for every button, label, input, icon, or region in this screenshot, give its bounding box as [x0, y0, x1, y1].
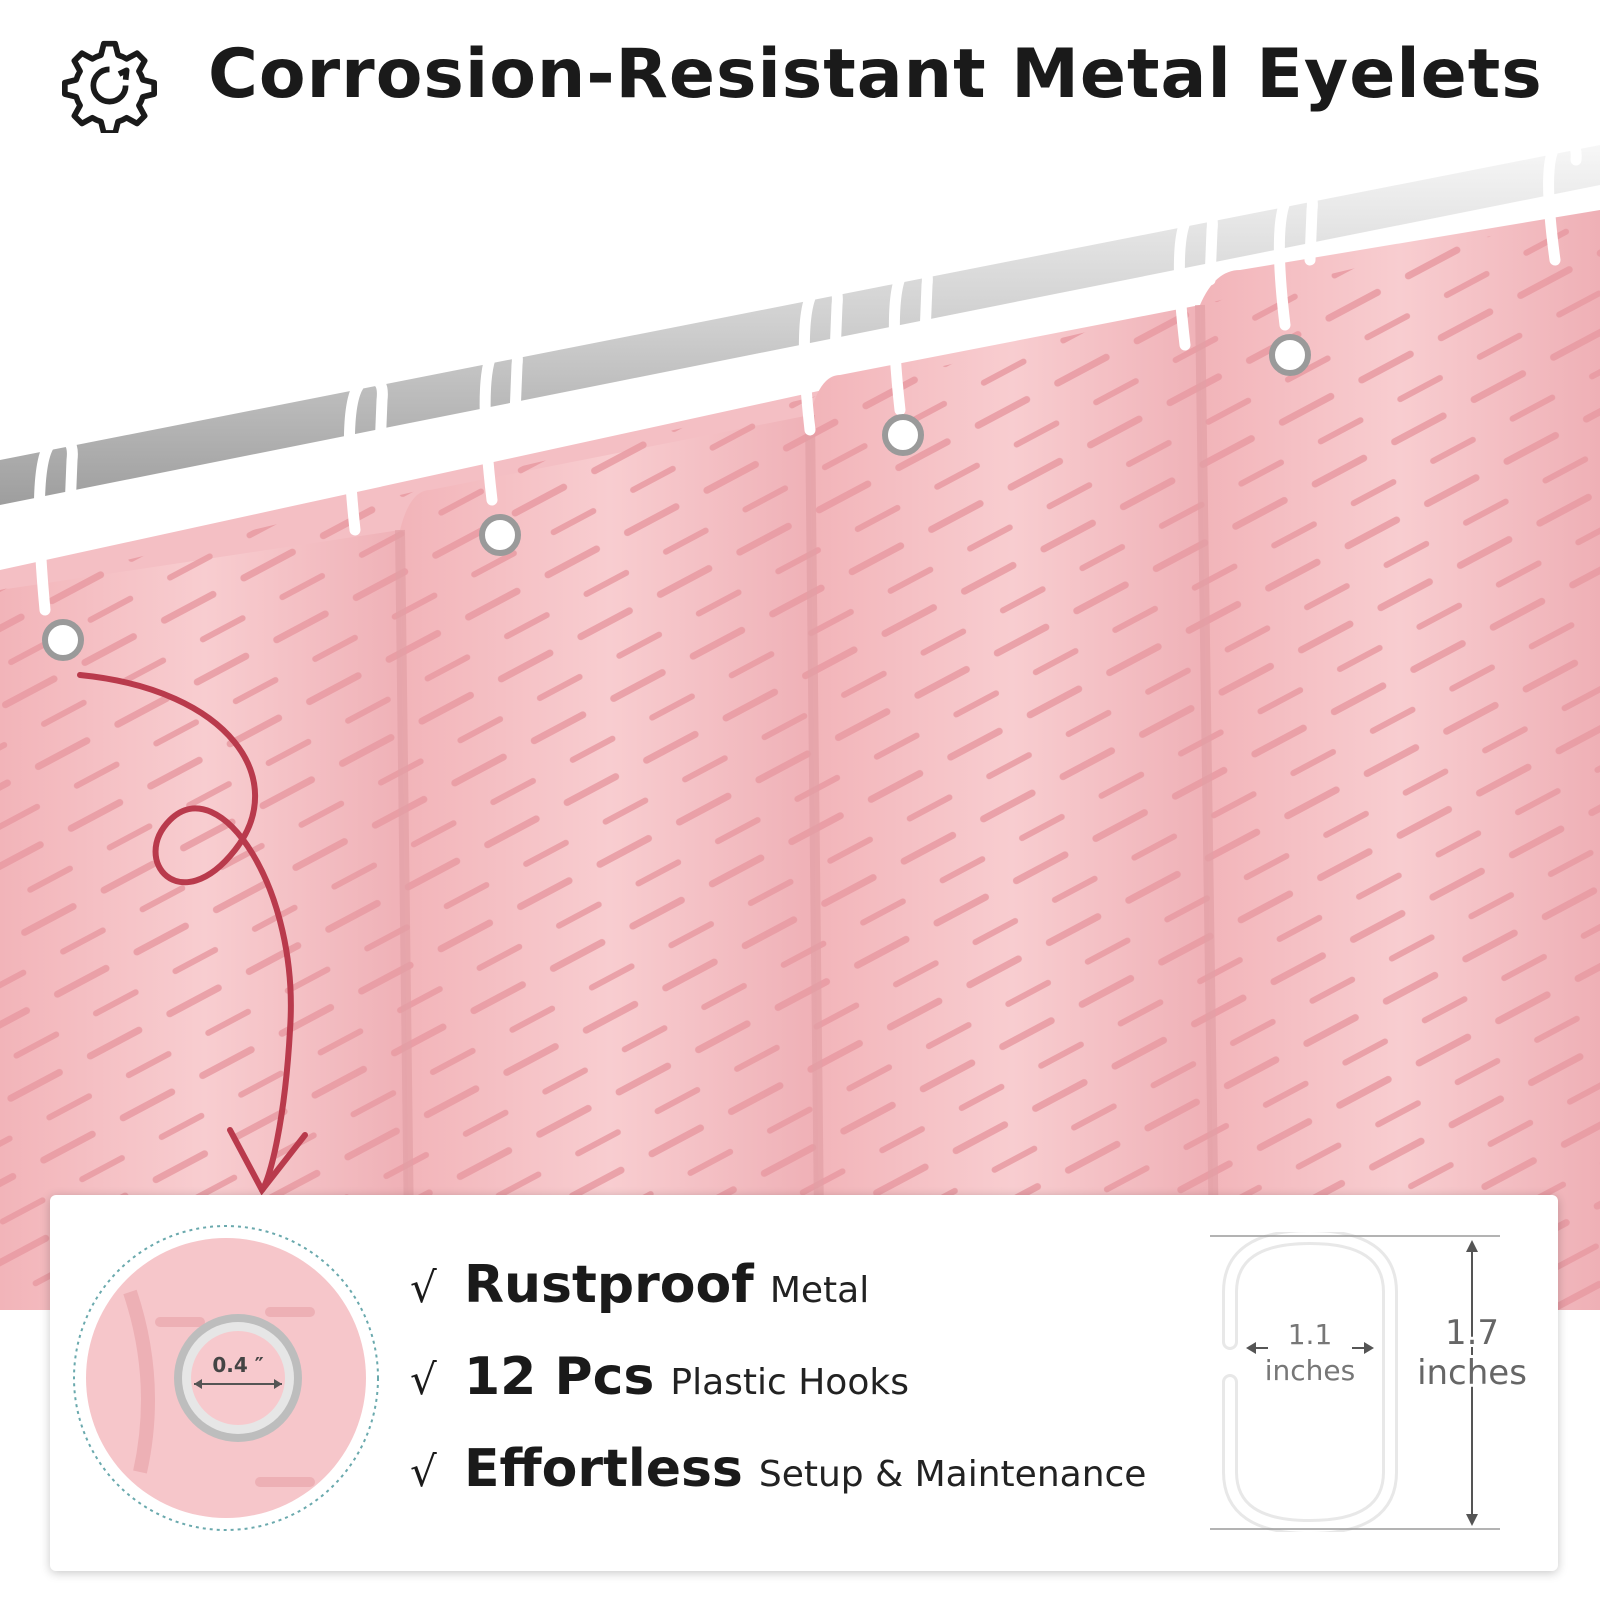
arrow-icon: [77, 672, 308, 1196]
feature-rustproof: √ Rustproof Metal: [410, 1255, 1146, 1347]
check-icon: √: [410, 1263, 437, 1312]
feature-light: Plastic Hooks: [670, 1362, 909, 1403]
hooks: [33, 135, 1582, 616]
feature-strong: Effortless: [464, 1439, 743, 1499]
curtain-folds: [0, 210, 1600, 1310]
ring-width-value: 1.1: [1288, 1318, 1333, 1351]
check-icon: √: [410, 1355, 437, 1404]
header: Corrosion-Resistant Metal Eyelets: [0, 0, 1600, 150]
feature-strong: 12 Pcs: [464, 1347, 655, 1407]
ring-height-unit: inches: [1417, 1353, 1527, 1393]
feature-light: Metal: [769, 1270, 870, 1311]
feature-strong: Rustproof: [464, 1255, 754, 1315]
eyelet-size-label: 0.4 ″: [212, 1353, 263, 1377]
ring-width-unit: inches: [1265, 1354, 1355, 1387]
feature-hooks: √ 12 Pcs Plastic Hooks: [410, 1347, 1146, 1439]
eyelet-zoom-icon: 0.4 ″: [73, 1225, 379, 1531]
feature-list: √ Rustproof Metal √ 12 Pcs Plastic Hooks…: [410, 1255, 1146, 1531]
feature-light: Setup & Maintenance: [758, 1454, 1147, 1495]
curtain-photo: [0, 135, 1600, 1310]
feature-effortless: √ Effortless Setup & Maintenance: [410, 1439, 1146, 1531]
ring-height-value: 1.7: [1445, 1313, 1499, 1353]
gear-icon: [62, 40, 157, 133]
eyelets: [42, 334, 1311, 661]
page-title: Corrosion-Resistant Metal Eyelets: [208, 35, 1543, 114]
check-icon: √: [410, 1447, 437, 1496]
hook-ring-diagram: 1.1 inches 1.7 inches: [1210, 1232, 1530, 1532]
